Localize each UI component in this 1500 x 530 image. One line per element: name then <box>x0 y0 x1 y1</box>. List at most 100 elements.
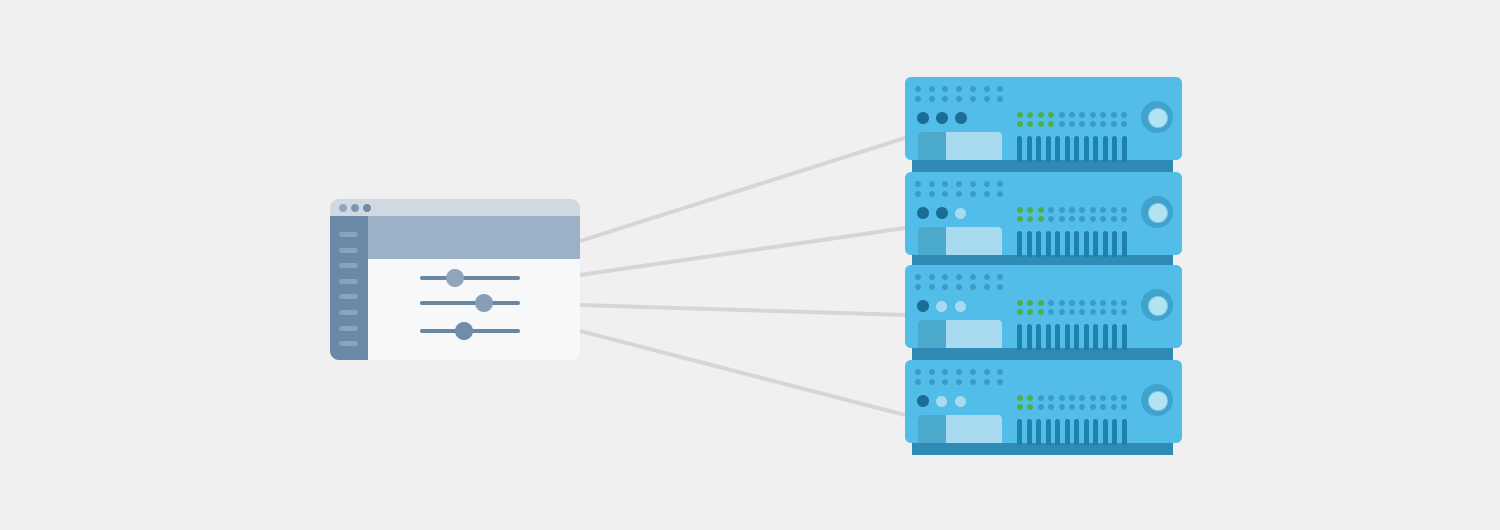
indicator-led-icon <box>1100 207 1107 213</box>
vent-fin <box>1112 231 1117 257</box>
vent-dot <box>956 274 963 280</box>
vent-dot <box>956 181 963 187</box>
indicator-led-icon <box>1058 207 1065 213</box>
indicator-led-icon <box>1079 395 1086 401</box>
vent-dot <box>928 190 935 197</box>
indicator-led-icon <box>1037 309 1044 315</box>
indicator-led-icon <box>1048 309 1055 315</box>
vent-fin <box>1036 136 1041 162</box>
vent-fin <box>1102 324 1108 350</box>
power-button-core <box>1148 391 1168 411</box>
connector-line-4 <box>579 329 906 417</box>
vent-fin <box>1121 136 1127 162</box>
indicator-led-icon <box>1027 404 1034 410</box>
power-button-core <box>1148 108 1168 128</box>
sidebar-item-line <box>339 341 358 347</box>
sidebar-item-line <box>339 278 358 284</box>
vent-dot <box>983 86 990 92</box>
indicator-led-icon <box>1069 207 1075 213</box>
vent-dot <box>997 378 1004 385</box>
vent-dot <box>997 86 1004 92</box>
indicator-led-icon <box>1121 207 1127 213</box>
indicator-led-icon <box>1100 309 1107 315</box>
status-led-icon <box>955 396 966 407</box>
window-sidebar <box>330 216 368 360</box>
status-led-icon <box>955 301 966 312</box>
slider-1-knob <box>446 269 464 287</box>
vent-dot <box>942 190 949 197</box>
status-led-icon <box>936 301 947 312</box>
vent-dot <box>969 378 976 385</box>
indicator-led-icon <box>1089 216 1096 222</box>
control-panel-window <box>330 199 580 360</box>
vent-fin <box>1093 324 1098 350</box>
drive-bay <box>918 415 1002 443</box>
vent-dot <box>983 274 990 280</box>
status-led-icon <box>917 207 929 219</box>
indicator-led-icon <box>1121 216 1127 222</box>
slider-2-knob <box>475 294 493 312</box>
vent-fin <box>1017 136 1022 162</box>
vent-dot <box>915 274 921 280</box>
connector-line-3 <box>579 303 906 317</box>
vent-fin <box>1055 136 1060 162</box>
vent-fin <box>1083 419 1089 445</box>
vent-dot <box>997 181 1004 187</box>
vent-dot <box>983 190 990 197</box>
vent-dot <box>969 86 976 92</box>
vent-dot <box>983 181 990 187</box>
status-led-icon <box>955 112 967 124</box>
vent-dot <box>956 86 963 92</box>
indicator-led-icon <box>1089 300 1096 306</box>
vent-fin <box>1017 324 1022 350</box>
vent-dot <box>942 283 949 290</box>
vent-dot <box>956 283 963 290</box>
window-header-band <box>368 216 580 259</box>
indicator-led-icon <box>1100 395 1107 401</box>
indicator-led-icon <box>1017 207 1023 213</box>
power-button-core <box>1148 203 1168 223</box>
server-front-panel <box>905 360 1182 445</box>
indicator-led-icon <box>1079 112 1086 118</box>
indicator-led-icon <box>1100 300 1107 306</box>
sidebar-item-line <box>339 294 358 300</box>
drive-bay-handle <box>918 320 946 348</box>
status-led-icon <box>917 300 929 312</box>
slider-2-track <box>420 301 520 305</box>
indicator-led-icon <box>1110 112 1117 118</box>
vent-fin <box>1036 324 1041 350</box>
indicator-led-icon <box>1069 112 1075 118</box>
drive-bay <box>918 132 1002 160</box>
vent-fin <box>1112 136 1117 162</box>
vent-dot <box>915 181 921 187</box>
window-titlebar <box>330 199 580 216</box>
vent-fin <box>1121 419 1127 445</box>
vent-fin <box>1036 231 1041 257</box>
vent-fin <box>1017 419 1022 445</box>
indicator-led-icon <box>1089 309 1096 315</box>
sidebar-item-line <box>339 325 358 331</box>
sidebar-item-line <box>339 310 358 315</box>
server-4 <box>905 360 1182 455</box>
vent-dot <box>983 378 990 385</box>
vent-fin <box>1064 419 1070 445</box>
vent-fin <box>1093 419 1098 445</box>
indicator-led-icon <box>1069 395 1075 401</box>
vent-dot <box>915 95 921 102</box>
indicator-led-icon <box>1027 112 1034 118</box>
indicator-led-icon <box>1069 121 1075 127</box>
server-base-plate <box>912 157 1173 172</box>
indicator-led-icon <box>1037 404 1044 410</box>
indicator-led-icon <box>1017 395 1023 401</box>
indicator-led-icon <box>1121 121 1127 127</box>
vent-dot <box>915 86 921 92</box>
vent-fin <box>1064 324 1070 350</box>
vent-dot <box>997 190 1004 197</box>
indicator-led-icon <box>1058 121 1065 127</box>
indicator-led-icon <box>1017 121 1023 127</box>
vent-dot <box>956 378 963 385</box>
indicator-led-icon <box>1058 300 1065 306</box>
indicator-led-icon <box>1037 216 1044 222</box>
indicator-led-icon <box>1058 309 1065 315</box>
